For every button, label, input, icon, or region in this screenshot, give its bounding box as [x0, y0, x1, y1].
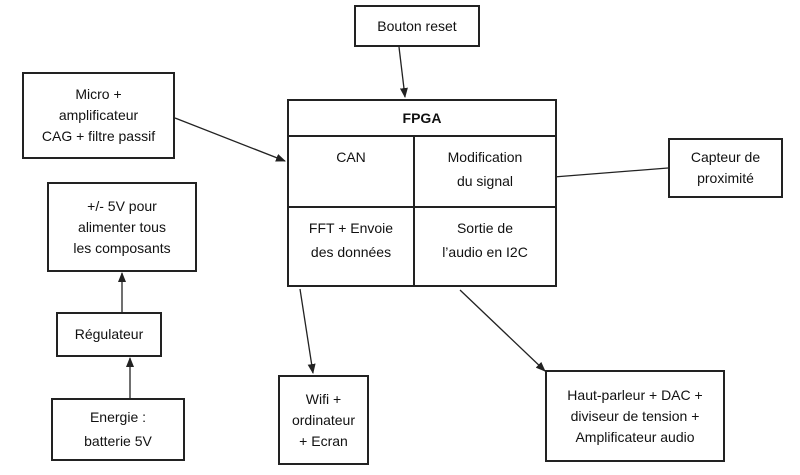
wifi-line-2: ordinateur — [291, 411, 356, 428]
modification-line-1: Modification — [447, 149, 523, 165]
alimentation-line-2: alimenter tous — [78, 218, 166, 235]
capteur-line-2: proximité — [697, 170, 754, 186]
fpga-title: FPGA — [289, 101, 555, 135]
fpga-title-text: FPGA — [402, 109, 442, 126]
fpga-divider-vertical — [413, 135, 415, 285]
can-line-1: CAN — [336, 149, 366, 165]
fpga-block: FPGA CAN Modification du signal FFT + En… — [287, 99, 557, 287]
arrow-micro-to-fpga — [174, 117, 286, 162]
energie-line-1: Energie : — [89, 409, 147, 425]
capteur-line-1: Capteur de — [690, 149, 761, 165]
micro-line-1: Micro + — [75, 86, 122, 102]
energie-box: Energie : batterie 5V — [51, 398, 185, 461]
fpga-divider-middle — [289, 206, 555, 208]
micro-line-3: CAG + filtre passif — [41, 128, 156, 144]
energie-line-2: batterie 5V — [84, 433, 152, 449]
haut-parleur-box: Haut-parleur + DAC + diviseur de tension… — [545, 370, 725, 462]
wifi-line-1: Wifi + — [305, 390, 342, 407]
haut-parleur-line-2: diviseur de tension + — [570, 407, 700, 424]
sortie-line-2: l’audio en I2C — [442, 244, 528, 260]
haut-parleur-line-1: Haut-parleur + DAC + — [567, 386, 703, 403]
fpga-cell-modification: Modification du signal — [415, 147, 555, 192]
fft-line-1: FFT + Envoie — [308, 220, 394, 236]
fpga-divider-top — [289, 135, 555, 137]
arrow-reset-to-fpga — [398, 46, 408, 98]
sortie-line-1: Sortie de — [456, 220, 514, 236]
fpga-cell-can: CAN — [289, 147, 413, 168]
wifi-box: Wifi + ordinateur + Ecran — [278, 375, 369, 465]
alimentation-line-1: +/- 5V pour — [87, 197, 157, 214]
micro-line-2: amplificateur — [58, 107, 139, 123]
bouton-reset-box: Bouton reset — [354, 5, 480, 47]
arrow-fpga-to-haut-parleur — [459, 289, 546, 372]
fpga-cell-sortie: Sortie de l’audio en I2C — [415, 218, 555, 263]
haut-parleur-line-3: Amplificateur audio — [575, 428, 695, 445]
alimentation-line-3: les composants — [73, 239, 171, 256]
arrow-fpga-to-wifi — [299, 288, 316, 374]
micro-box: Micro + amplificateur CAG + filtre passi… — [22, 72, 175, 159]
wifi-line-3: + Ecran — [299, 432, 348, 449]
modification-line-2: du signal — [456, 173, 514, 189]
arrow-capteur-to-fpga — [540, 167, 669, 182]
bouton-reset-line-1: Bouton reset — [377, 17, 457, 34]
alimentation-box: +/- 5V pour alimenter tous les composant… — [47, 182, 197, 272]
capteur-box: Capteur de proximité — [668, 138, 783, 198]
regulateur-line-1: Régulateur — [74, 326, 144, 342]
fft-line-2: des données — [310, 244, 392, 260]
regulateur-box: Régulateur — [56, 312, 162, 357]
fpga-cell-fft: FFT + Envoie des données — [289, 218, 413, 263]
